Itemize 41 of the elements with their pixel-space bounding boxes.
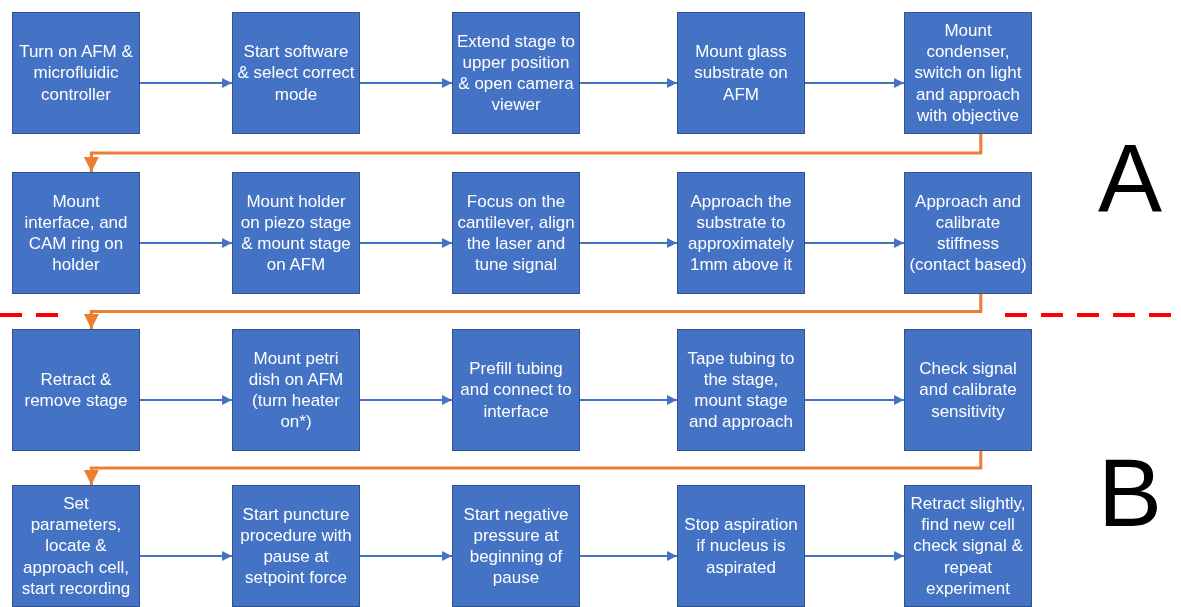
arrow [359, 395, 453, 405]
arrow [579, 78, 678, 88]
arrow [579, 395, 678, 405]
arrow [804, 78, 905, 88]
process-box: Tape tubing to the stage, mount stage and approach [677, 329, 805, 451]
process-box: Mount glass substrate on AFM [677, 12, 805, 134]
arrow [804, 238, 905, 248]
arrow [139, 395, 233, 405]
process-box: Mount holder on piezo stage & mount stage on AFM [232, 172, 360, 294]
process-box: Retract & remove stage [12, 329, 140, 451]
process-box: Retract slightly, find new cell check signal & repeat experiment [904, 485, 1032, 607]
process-box: Mount condenser, switch on light and approach with objective [904, 12, 1032, 134]
process-box: Check signal and calibrate sensitivity [904, 329, 1032, 451]
process-box: Mount petri dish on AFM (turn heater on*) [232, 329, 360, 451]
arrow [579, 238, 678, 248]
process-box: Set parameters, locate & approach cell, start recording [12, 485, 140, 607]
process-box: Extend stage to upper position & open camera viewer [452, 12, 580, 134]
process-box: Stop aspiration if nucleus is aspirated [677, 485, 805, 607]
arrow [83, 134, 983, 172]
section-letter: B [1098, 445, 1163, 541]
process-box: Start puncture procedure with pause at setpoint force [232, 485, 360, 607]
process-box: Approach the substrate to approximately 1mm above it [677, 172, 805, 294]
process-box: Turn on AFM & microfluidic controller [12, 12, 140, 134]
section-letter: A [1098, 130, 1163, 226]
arrow [83, 294, 983, 329]
arrow [804, 395, 905, 405]
process-box: Start negative pressure at beginning of pause [452, 485, 580, 607]
arrow [139, 551, 233, 561]
process-box: Prefill tubing and connect to interface [452, 329, 580, 451]
arrow [804, 551, 905, 561]
arrow [359, 78, 453, 88]
arrow [83, 451, 983, 485]
process-box: Start software & select correct mode [232, 12, 360, 134]
arrow [359, 551, 453, 561]
process-box: Mount interface, and CAM ring on holder [12, 172, 140, 294]
process-box: Focus on the cantilever, align the laser and tune signal [452, 172, 580, 294]
arrow [139, 78, 233, 88]
arrow [139, 238, 233, 248]
process-box: Approach and calibrate stiffness (contact based) [904, 172, 1032, 294]
arrow [579, 551, 678, 561]
arrow [359, 238, 453, 248]
